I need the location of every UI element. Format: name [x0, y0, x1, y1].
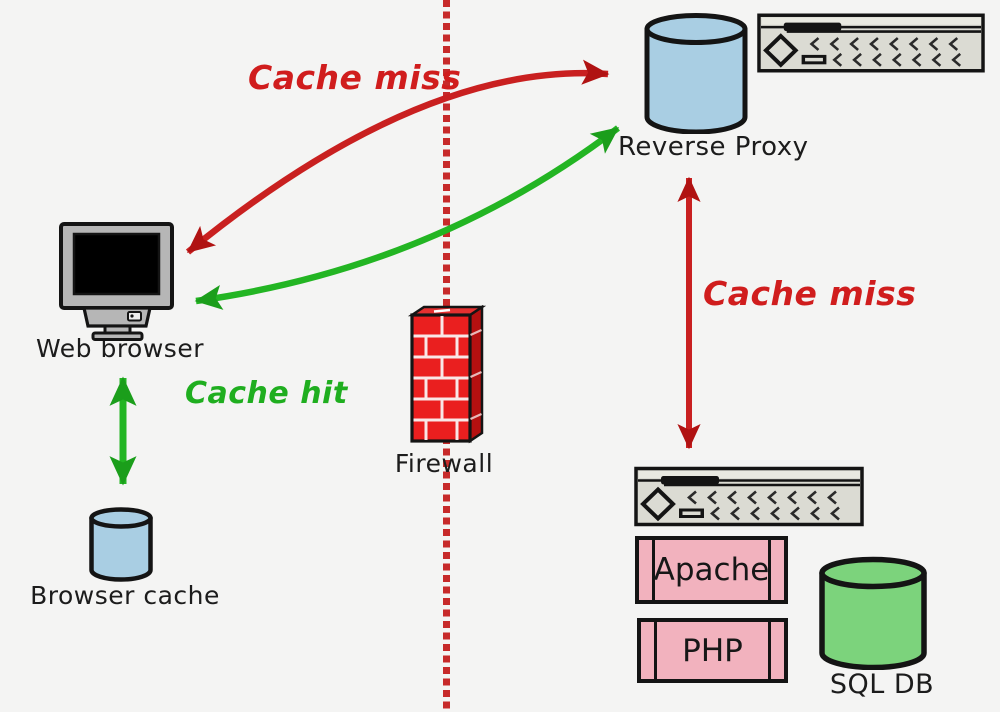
- reverse-proxy-cylinder-icon: [644, 13, 748, 134]
- reverse-proxy-label: Reverse Proxy: [618, 132, 809, 162]
- browser-cache-label: Browser cache: [30, 581, 220, 610]
- cache-miss-curved-arrow: [185, 59, 610, 255]
- sql-db-cylinder-icon: [819, 556, 927, 670]
- proxy-rack-server-icon: [757, 13, 985, 73]
- web-server-rack-icon: [634, 466, 864, 527]
- sql-db-label: SQL DB: [829, 669, 935, 700]
- php-label: PHP: [682, 632, 743, 669]
- brick-wall-icon: [407, 305, 486, 444]
- crt-monitor-icon: [59, 222, 174, 341]
- firewall-label: Firewall: [394, 449, 494, 478]
- apache-box: Apache: [635, 536, 788, 604]
- apache-label: Apache: [653, 552, 770, 588]
- browser-cache-cylinder-icon: [89, 507, 153, 582]
- php-box: PHP: [637, 618, 788, 683]
- cache-hit-label: Cache hit: [185, 376, 348, 411]
- cache-hit-curved-arrow: [194, 125, 620, 310]
